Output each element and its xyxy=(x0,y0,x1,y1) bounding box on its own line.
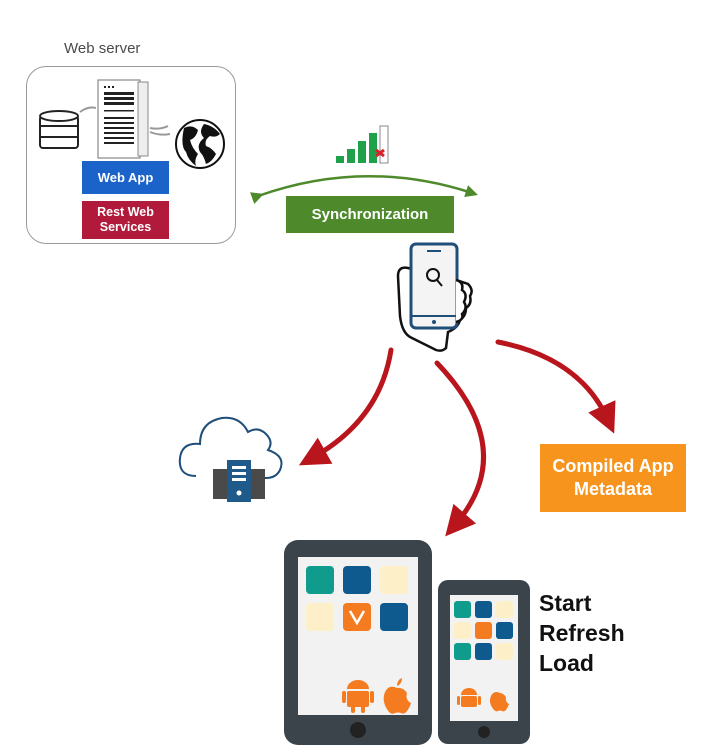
hand-holding-phone-search-icon xyxy=(396,242,473,352)
web-app-block: Web App xyxy=(82,161,169,194)
globe-icon xyxy=(175,119,225,169)
step-start: Start xyxy=(539,590,592,616)
arrow-to-metadata xyxy=(495,339,616,434)
synchronization-block: Synchronization xyxy=(286,196,454,233)
database-icon xyxy=(39,110,79,149)
arrow-to-cloud xyxy=(298,347,394,466)
android-icon xyxy=(342,680,481,713)
signal-bars-icon xyxy=(336,125,389,164)
phone-icon xyxy=(438,580,530,744)
rest-label-line2: Services xyxy=(99,220,152,234)
chain-link-icon xyxy=(79,106,171,136)
metadata-label-line2: Metadata xyxy=(573,479,652,499)
compiled-app-metadata-block: Compiled App Metadata xyxy=(540,444,686,512)
double-arrow-icon xyxy=(250,174,478,204)
web-server-label: Web server xyxy=(64,40,141,57)
apple-icon xyxy=(383,678,509,714)
tablet-icon xyxy=(284,540,432,745)
rest-label-line1: Rest Web xyxy=(97,205,154,219)
server-tower-icon xyxy=(97,79,149,159)
steps-list: Start Refresh Load xyxy=(539,588,625,678)
flow-arrows xyxy=(298,339,616,537)
cloud-server-icon xyxy=(178,416,283,502)
metadata-label-line1: Compiled App xyxy=(552,456,674,476)
web-server-box xyxy=(26,66,236,244)
arrow-to-devices xyxy=(434,360,486,537)
step-load: Load xyxy=(539,650,594,676)
rest-web-services-block: Rest Web Services xyxy=(82,201,169,239)
step-refresh: Refresh xyxy=(539,620,625,646)
